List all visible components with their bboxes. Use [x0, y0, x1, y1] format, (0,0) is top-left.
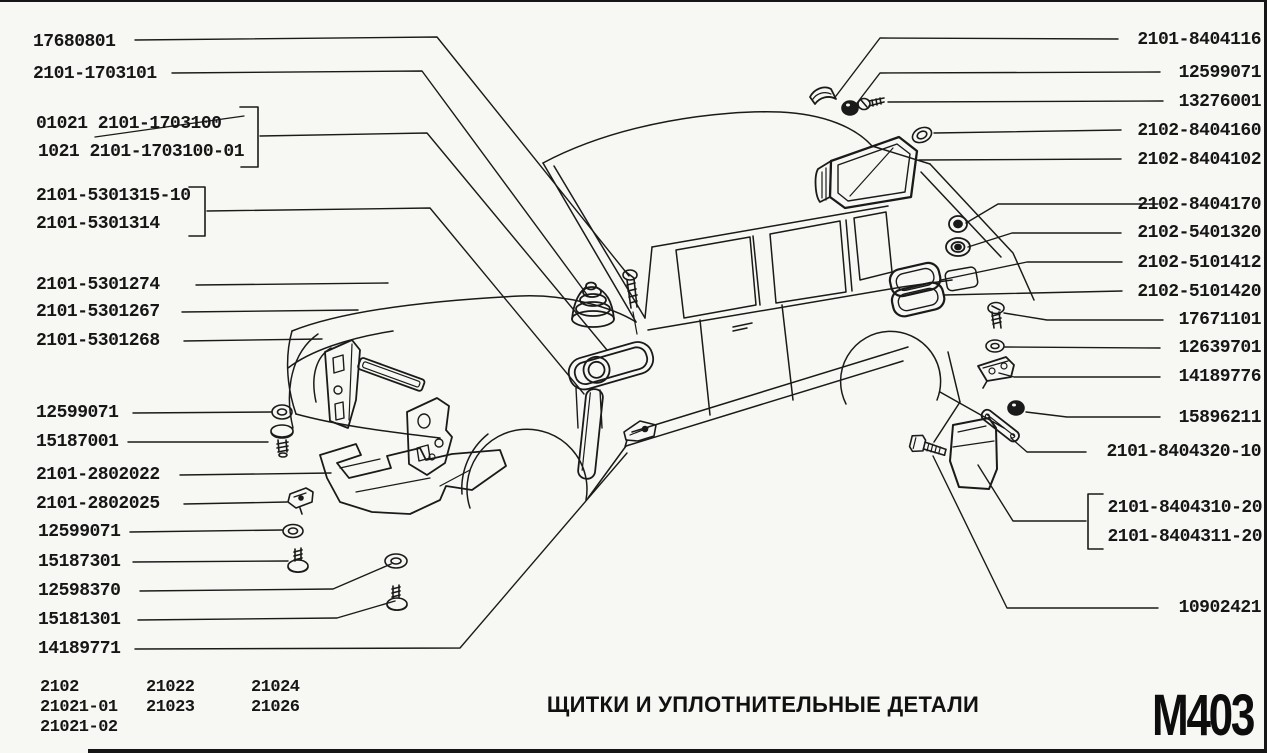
mudflap-part — [949, 417, 998, 490]
page-title: ЩИТКИ И УПЛОТНИТЕЛЬНЫЕ ДЕТАЛИ — [546, 692, 980, 717]
part-label-15187301: 15187301 — [38, 552, 121, 572]
left-fasteners — [270, 404, 408, 612]
rear-screw-washer-bracket — [977, 301, 1025, 416]
part-label-14189776: 14189776 — [1178, 367, 1262, 387]
leader-lines — [127, 36, 1164, 650]
model-code: 2102 — [40, 678, 79, 697]
part-label-2101-5301267: 2101-5301267 — [36, 302, 160, 322]
part-label-12639701: 12639701 — [1178, 338, 1262, 358]
part-label-2101-5301274: 2101-5301274 — [36, 275, 160, 295]
model-code: 21023 — [146, 698, 195, 717]
car-body-illustration — [286, 111, 1035, 509]
part-label-17680801: 17680801 — [33, 32, 116, 52]
part-label-17671101: 17671101 — [1178, 310, 1262, 330]
model-code: 21022 — [146, 678, 195, 697]
quarter-panel-details — [944, 266, 979, 292]
scan-edge-right — [1264, 0, 1267, 753]
hood-seal-strip-part — [357, 357, 426, 392]
part-label-2102-8404160: 2102-8404160 — [1137, 121, 1261, 141]
part-label-14189771: 14189771 — [38, 639, 121, 659]
part-label-2102-5101420: 2102-5101420 — [1137, 282, 1261, 302]
part-label-2102-5401320: 2102-5401320 — [1137, 223, 1261, 243]
part-label-10902421: 10902421 — [1178, 598, 1262, 618]
tailgate-trim-panel-part — [814, 135, 919, 210]
part-label-12599071-c: 12599071 — [1178, 63, 1262, 83]
scan-edge-bottom — [88, 749, 1267, 753]
splash-shield-part — [319, 443, 507, 515]
model-code: 21026 — [251, 698, 300, 717]
part-label-2101-8404310-20: 2101-8404310-20 — [1107, 498, 1262, 518]
part-label-2101-2802025: 2101-2802025 — [36, 494, 160, 514]
part-label-2101-8404116: 2101-8404116 — [1137, 30, 1261, 50]
part-label-12598370: 12598370 — [38, 581, 121, 601]
part-label-13276001: 13276001 — [1178, 92, 1262, 112]
part-label-2102-5101412: 2102-5101412 — [1137, 253, 1261, 273]
roof-drip-clip-part — [809, 86, 837, 105]
sill-clip-part — [623, 420, 657, 448]
boot-plate-part — [567, 341, 655, 429]
model-code: 21024 — [251, 678, 300, 697]
part-label-2101-8404320-10: 2101-8404320-10 — [1106, 442, 1261, 462]
floor-gasket-parts — [888, 261, 946, 318]
part-label-2101-2802022: 2101-2802022 — [36, 465, 160, 485]
part-label-2101-5301268: 2101-5301268 — [36, 331, 160, 351]
scan-edge-top — [0, 0, 1267, 2]
part-label-2102-8404102: 2102-8404102 — [1137, 150, 1261, 170]
model-code: 21021-01 — [40, 698, 118, 717]
part-label-2101-1703100: 01021 2101-1703100 — [36, 114, 222, 134]
shield-clip-part — [287, 487, 314, 515]
part-label-2101-5301315-10: 2101-5301315-10 — [36, 186, 191, 206]
model-code: 21021-02 — [40, 718, 118, 737]
part-label-2101-1703101: 2101-1703101 — [33, 64, 157, 84]
page-code: M403 — [1152, 683, 1255, 748]
part-label-12599071-a: 12599071 — [36, 403, 119, 423]
part-label-2101-8404311-20: 2101-8404311-20 — [1107, 527, 1262, 547]
part-label-15896211: 15896211 — [1178, 408, 1262, 428]
part-label-15187001: 15187001 — [36, 432, 119, 452]
front-shield-part-a — [324, 339, 361, 429]
sill-seal-strip-part — [577, 388, 604, 480]
part-label-2101-5301314: 2101-5301314 — [36, 214, 160, 234]
part-label-2101-1703100-01: 1021 2101-1703100-01 — [38, 142, 245, 162]
label-group-brackets — [94, 106, 1104, 550]
part-label-15181301: 15181301 — [38, 610, 121, 630]
part-label-12599071-b: 12599071 — [38, 522, 121, 542]
part-label-2102-8404170: 2102-8404170 — [1137, 195, 1261, 215]
rear-small-fasteners — [841, 97, 933, 144]
gear-lever-boot-part — [571, 281, 615, 328]
bolt-part — [908, 434, 947, 457]
